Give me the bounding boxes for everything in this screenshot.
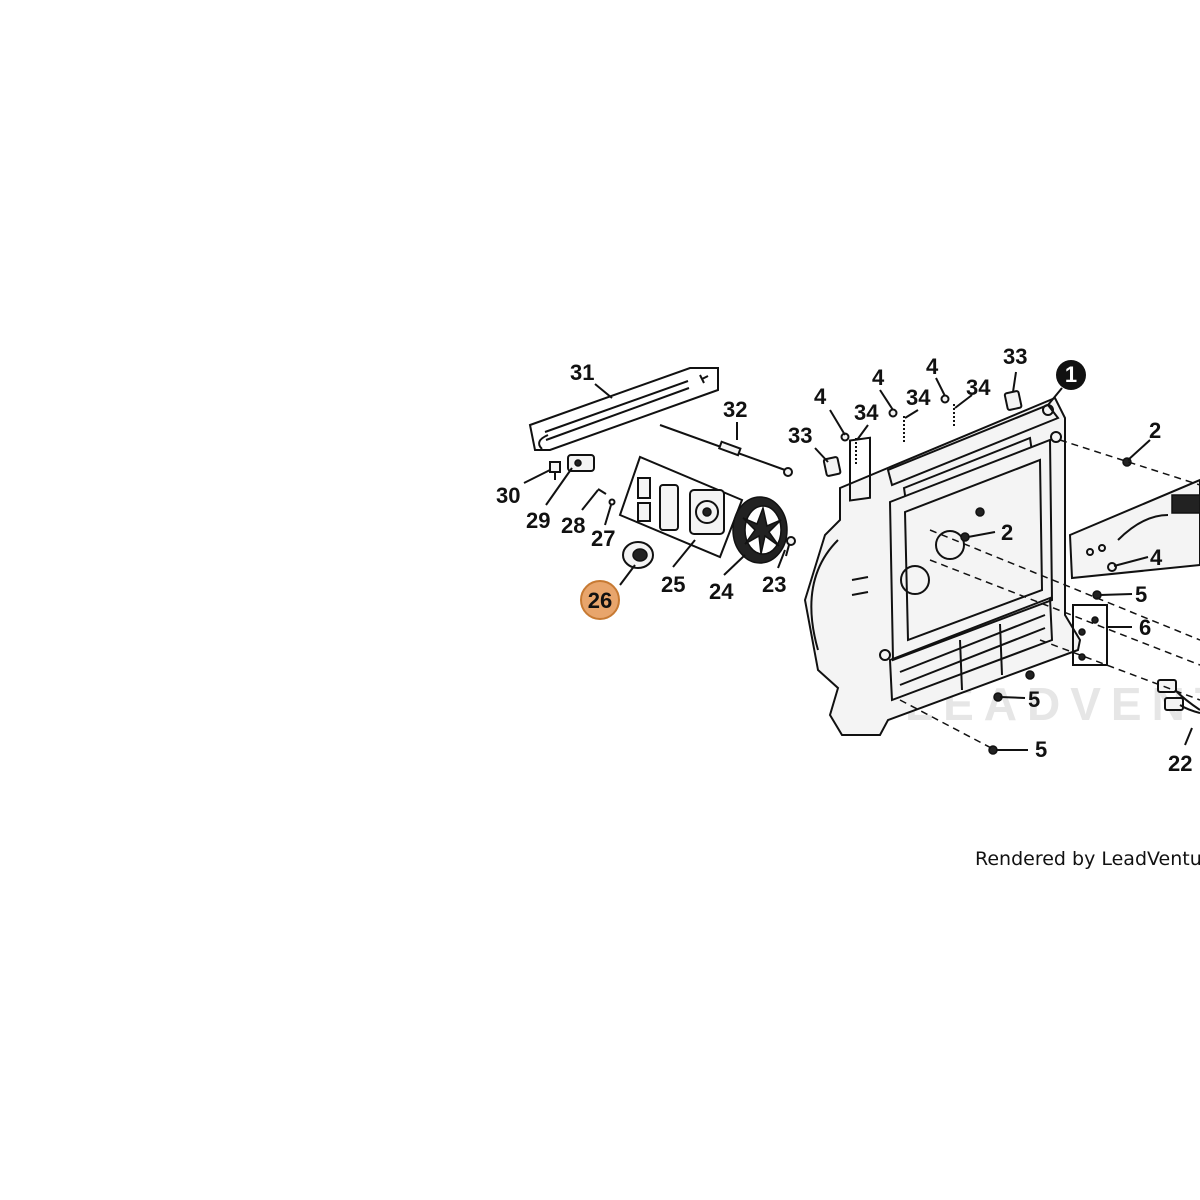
label-33-left[interactable]: 33 xyxy=(788,423,812,448)
callout-1-badge[interactable]: 1 xyxy=(1056,360,1086,390)
label-30[interactable]: 30 xyxy=(496,483,520,508)
label-5-mid[interactable]: 5 xyxy=(1028,687,1040,712)
label-4-left[interactable]: 4 xyxy=(814,384,827,409)
part-33-clip-right[interactable] xyxy=(1003,390,1023,411)
highlight-badge xyxy=(580,580,620,620)
label-27[interactable]: 27 xyxy=(591,526,615,551)
label-32[interactable]: 32 xyxy=(723,397,747,422)
leader-lines xyxy=(523,371,1193,751)
part-23-screw[interactable] xyxy=(785,536,796,557)
label-5-upper[interactable]: 5 xyxy=(1135,582,1147,607)
assembly-lines xyxy=(899,439,1200,751)
render-credit: Rendered by LeadVenture, I xyxy=(975,848,1200,870)
part-29-fitting[interactable] xyxy=(567,454,595,472)
label-2-center[interactable]: 2 xyxy=(1001,520,1013,545)
label-5-lower[interactable]: 5 xyxy=(1035,737,1047,762)
label-34-mid[interactable]: 34 xyxy=(906,385,931,410)
part-28-pin[interactable] xyxy=(597,488,607,495)
label-22[interactable]: 22 xyxy=(1168,751,1192,776)
label-34-right[interactable]: 34 xyxy=(966,375,991,400)
label-28[interactable]: 28 xyxy=(561,513,585,538)
label-29[interactable]: 29 xyxy=(526,508,550,533)
label-23[interactable]: 23 xyxy=(762,572,786,597)
label-4-panel[interactable]: 4 xyxy=(1150,545,1163,570)
label-31[interactable]: 31 xyxy=(570,360,594,385)
part-32-cable[interactable] xyxy=(659,424,793,477)
label-25[interactable]: 25 xyxy=(661,572,685,597)
label-26[interactable]: 26 xyxy=(588,588,612,613)
label-1[interactable]: 1 xyxy=(1065,362,1077,387)
part-31-rod-assembly[interactable] xyxy=(528,367,719,451)
part-27-pin[interactable] xyxy=(608,498,616,506)
fasteners-right[interactable] xyxy=(960,457,1132,755)
label-2-right[interactable]: 2 xyxy=(1149,418,1161,443)
black-badge xyxy=(1056,360,1086,390)
callout-labels: 31 32 30 29 28 27 25 24 23 26 33 4 34 4 … xyxy=(496,344,1192,776)
part-25-assembly-group[interactable] xyxy=(618,455,744,559)
label-6[interactable]: 6 xyxy=(1139,615,1151,640)
part-30-bolt[interactable] xyxy=(549,461,561,480)
label-33-right[interactable]: 33 xyxy=(1003,344,1027,369)
highlighted-callout-26[interactable]: 26 xyxy=(580,580,620,620)
part-1-housing[interactable] xyxy=(803,396,1082,736)
label-24[interactable]: 24 xyxy=(709,579,734,604)
label-4-right[interactable]: 4 xyxy=(926,354,939,379)
label-34-left[interactable]: 34 xyxy=(854,400,879,425)
part-26-starter[interactable] xyxy=(622,541,654,569)
control-panel-plate[interactable] xyxy=(1068,478,1200,580)
part-24-pulley[interactable] xyxy=(732,496,788,564)
label-4-mid[interactable]: 4 xyxy=(872,365,885,390)
